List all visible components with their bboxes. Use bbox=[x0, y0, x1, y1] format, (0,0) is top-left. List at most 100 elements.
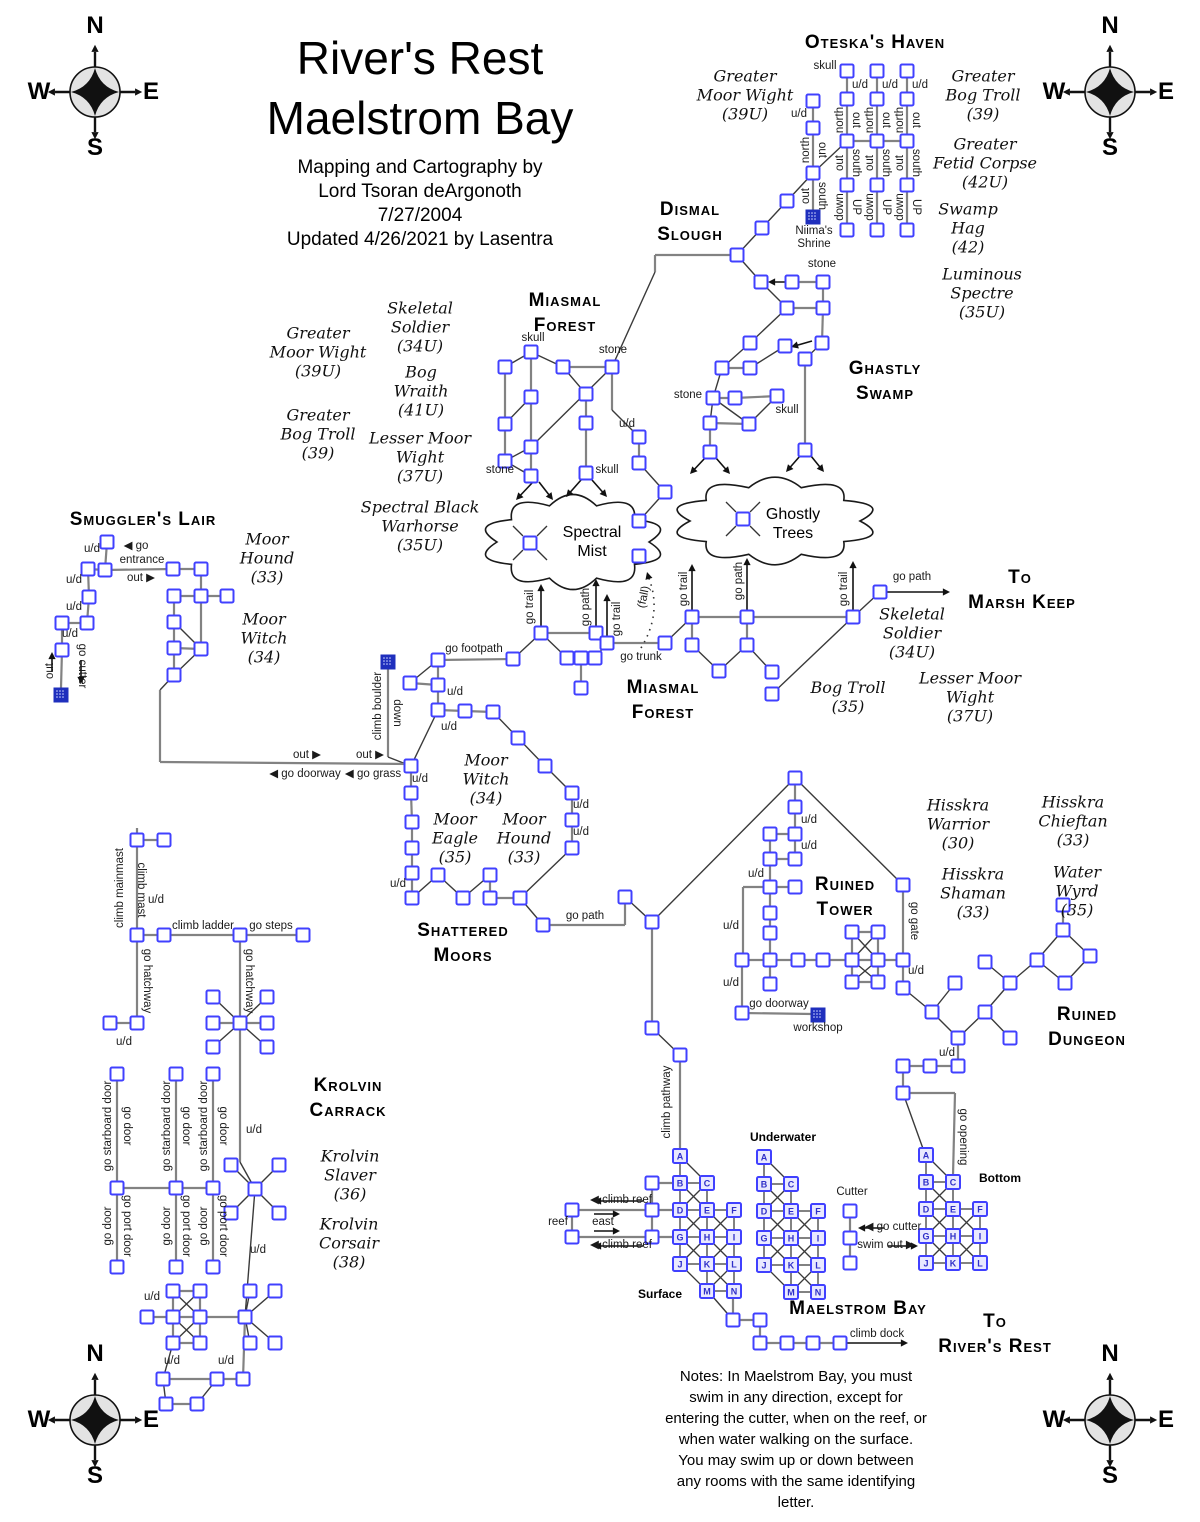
room-node bbox=[165, 1335, 181, 1351]
lettered-room-node bbox=[945, 1228, 961, 1244]
credit-date: 7/27/2004 bbox=[377, 205, 463, 226]
zone-label: Bottom bbox=[979, 1171, 1021, 1185]
room-letter: N bbox=[731, 1286, 738, 1296]
room-node bbox=[702, 444, 718, 460]
lettered-room-node bbox=[972, 1255, 988, 1271]
credit-line: Mapping and Cartography by bbox=[297, 157, 543, 178]
path-label: down bbox=[834, 193, 846, 221]
area-title: Tower bbox=[816, 899, 874, 920]
arrow-head bbox=[690, 466, 698, 474]
area-title: Krolvin bbox=[313, 1075, 383, 1096]
room-node bbox=[80, 561, 96, 577]
room-node bbox=[779, 300, 795, 316]
room-node bbox=[870, 952, 886, 968]
room-letter: N bbox=[815, 1287, 822, 1297]
room-node bbox=[205, 1039, 221, 1055]
arrow-line bbox=[796, 340, 813, 347]
arrow-head bbox=[942, 588, 950, 596]
path-label: u/d bbox=[882, 79, 898, 91]
room-node bbox=[430, 652, 446, 668]
room-node bbox=[205, 989, 221, 1005]
room-node bbox=[839, 177, 855, 193]
path-label: go opening bbox=[957, 1108, 969, 1166]
arrow-head bbox=[645, 572, 653, 580]
room-node bbox=[797, 442, 813, 458]
special-room-dot bbox=[383, 657, 385, 659]
room-node bbox=[402, 675, 418, 691]
path-label: u/d bbox=[390, 878, 406, 890]
lettered-room-node bbox=[672, 1229, 688, 1245]
room-node bbox=[482, 867, 498, 883]
room-node bbox=[129, 832, 145, 848]
special-room-dot bbox=[811, 218, 813, 220]
map-edge bbox=[902, 1092, 927, 1158]
special-room-dot bbox=[814, 212, 816, 214]
room-node bbox=[205, 1015, 221, 1031]
room-node bbox=[259, 1039, 275, 1055]
path-label: Niima's bbox=[795, 225, 833, 237]
arrow-head bbox=[1106, 44, 1114, 52]
room-node bbox=[787, 851, 803, 867]
area-title: Miasmal bbox=[528, 290, 602, 311]
room-node bbox=[839, 222, 855, 238]
path-label: climb mainmast bbox=[114, 848, 126, 928]
room-letter: J bbox=[923, 1258, 928, 1268]
lettered-room-node bbox=[810, 1230, 826, 1246]
map-edge bbox=[741, 1011, 813, 1016]
special-room-dot bbox=[816, 1013, 818, 1015]
room-letter: A bbox=[923, 1150, 930, 1160]
lettered-room-node bbox=[945, 1201, 961, 1217]
path-label: go door bbox=[180, 1106, 192, 1146]
room-node bbox=[1002, 975, 1018, 991]
path-label: skull bbox=[813, 60, 837, 72]
room-node bbox=[271, 1157, 287, 1173]
creature-label: Krolvin Corsair (38) bbox=[318, 1214, 380, 1272]
room-letter: B bbox=[677, 1178, 684, 1188]
room-node bbox=[193, 588, 209, 604]
room-node bbox=[869, 222, 885, 238]
special-room-node bbox=[53, 687, 69, 703]
area-title: Ghastly bbox=[848, 358, 922, 379]
creature-label: Greater Bog Troll (39) bbox=[280, 405, 356, 463]
path-label: go starboard door bbox=[102, 1080, 114, 1172]
room-letter: M bbox=[787, 1287, 795, 1297]
path-label: out bbox=[44, 663, 56, 679]
arrow-head bbox=[1062, 88, 1070, 96]
creature-label: Moor Eagle (35) bbox=[431, 809, 479, 867]
room-node bbox=[267, 1283, 283, 1299]
room-letter: H bbox=[788, 1233, 795, 1243]
room-node bbox=[729, 247, 745, 263]
lettered-room-node bbox=[783, 1203, 799, 1219]
room-node bbox=[684, 609, 700, 625]
arrow-head bbox=[1150, 88, 1158, 96]
path-label: u/d bbox=[447, 686, 463, 698]
room-node bbox=[1002, 1030, 1018, 1046]
room-node bbox=[522, 535, 538, 551]
special-room-dot bbox=[56, 690, 58, 692]
room-node bbox=[404, 840, 420, 856]
lettered-room-node bbox=[726, 1202, 742, 1218]
room-node bbox=[156, 832, 172, 848]
path-label: go path bbox=[892, 571, 932, 583]
room-node bbox=[899, 133, 915, 149]
room-node bbox=[870, 924, 886, 940]
note-line: when water walking on the surface. bbox=[678, 1431, 914, 1448]
room-node bbox=[533, 625, 549, 641]
arrow-head bbox=[537, 584, 545, 592]
arrow-head bbox=[743, 558, 751, 566]
room-node bbox=[505, 651, 521, 667]
compass-letter: S bbox=[1102, 134, 1118, 161]
room-node bbox=[1057, 975, 1073, 991]
room-node bbox=[705, 390, 721, 406]
arrow-line bbox=[591, 479, 604, 494]
room-node bbox=[205, 1066, 221, 1082]
creature-label: Lesser Moor Wight (37U) bbox=[368, 428, 472, 486]
room-node bbox=[711, 663, 727, 679]
room-node bbox=[155, 1371, 171, 1387]
room-node bbox=[839, 91, 855, 107]
room-node bbox=[168, 1180, 184, 1196]
special-room-dot bbox=[59, 696, 61, 698]
room-node bbox=[779, 193, 795, 209]
room-node bbox=[193, 641, 209, 657]
room-node bbox=[895, 980, 911, 996]
